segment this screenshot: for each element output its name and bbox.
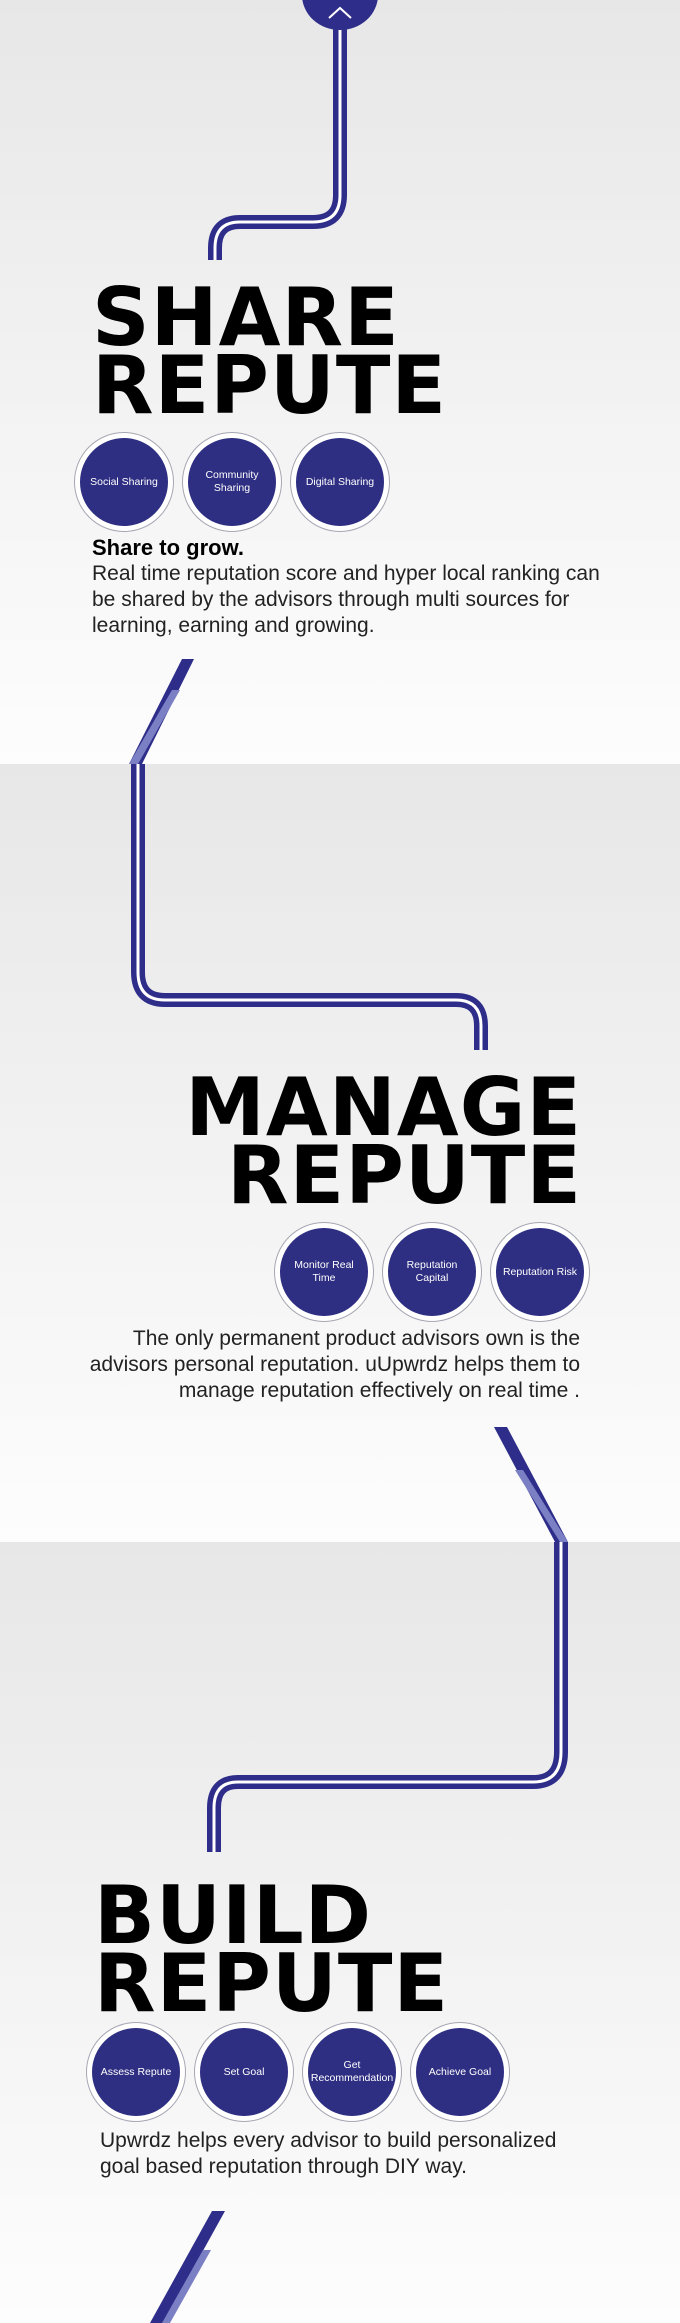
share-description: Real time reputation score and hyper loc… <box>92 562 600 637</box>
title-line: BUILD <box>94 1869 373 1962</box>
circle-monitor-real-time[interactable]: Monitor Real Time <box>274 1222 374 1322</box>
share-description-block: Share to grow. Real time reputation scor… <box>92 535 602 639</box>
manage-circles: Monitor Real Time Reputation Capital Rep… <box>274 1222 598 1322</box>
build-circles: Assess Repute Set Goal Get Recommendatio… <box>86 2022 518 2122</box>
build-description: Upwrdz helps every advisor to build pers… <box>100 2129 557 2178</box>
section-manage-title: MANAGE REPUTE <box>185 1061 582 1222</box>
title-line: MANAGE <box>185 1061 582 1154</box>
circle-set-goal[interactable]: Set Goal <box>194 2022 294 2122</box>
chevron-up-icon <box>328 6 352 19</box>
circle-reputation-capital[interactable]: Reputation Capital <box>382 1222 482 1322</box>
circle-community-sharing[interactable]: Community Sharing <box>182 432 282 532</box>
share-circles: Social Sharing Community Sharing Digital… <box>74 432 398 532</box>
circle-get-recommendation[interactable]: Get Recommendation <box>302 2022 402 2122</box>
circle-reputation-risk[interactable]: Reputation Risk <box>490 1222 590 1322</box>
title-line: REPUTE <box>226 1129 582 1222</box>
manage-description: The only permanent product advisors own … <box>89 1327 580 1402</box>
circle-digital-sharing[interactable]: Digital Sharing <box>290 432 390 532</box>
share-heading: Share to grow. <box>92 535 244 560</box>
section-build-title: BUILD REPUTE <box>94 1869 450 2030</box>
circle-assess-repute[interactable]: Assess Repute <box>86 2022 186 2122</box>
section-share-title: SHARE REPUTE <box>92 271 448 432</box>
title-line: SHARE <box>92 271 400 364</box>
circle-social-sharing[interactable]: Social Sharing <box>74 432 174 532</box>
title-line: REPUTE <box>94 1937 450 2030</box>
circle-achieve-goal[interactable]: Achieve Goal <box>410 2022 510 2122</box>
title-line: REPUTE <box>92 339 448 432</box>
